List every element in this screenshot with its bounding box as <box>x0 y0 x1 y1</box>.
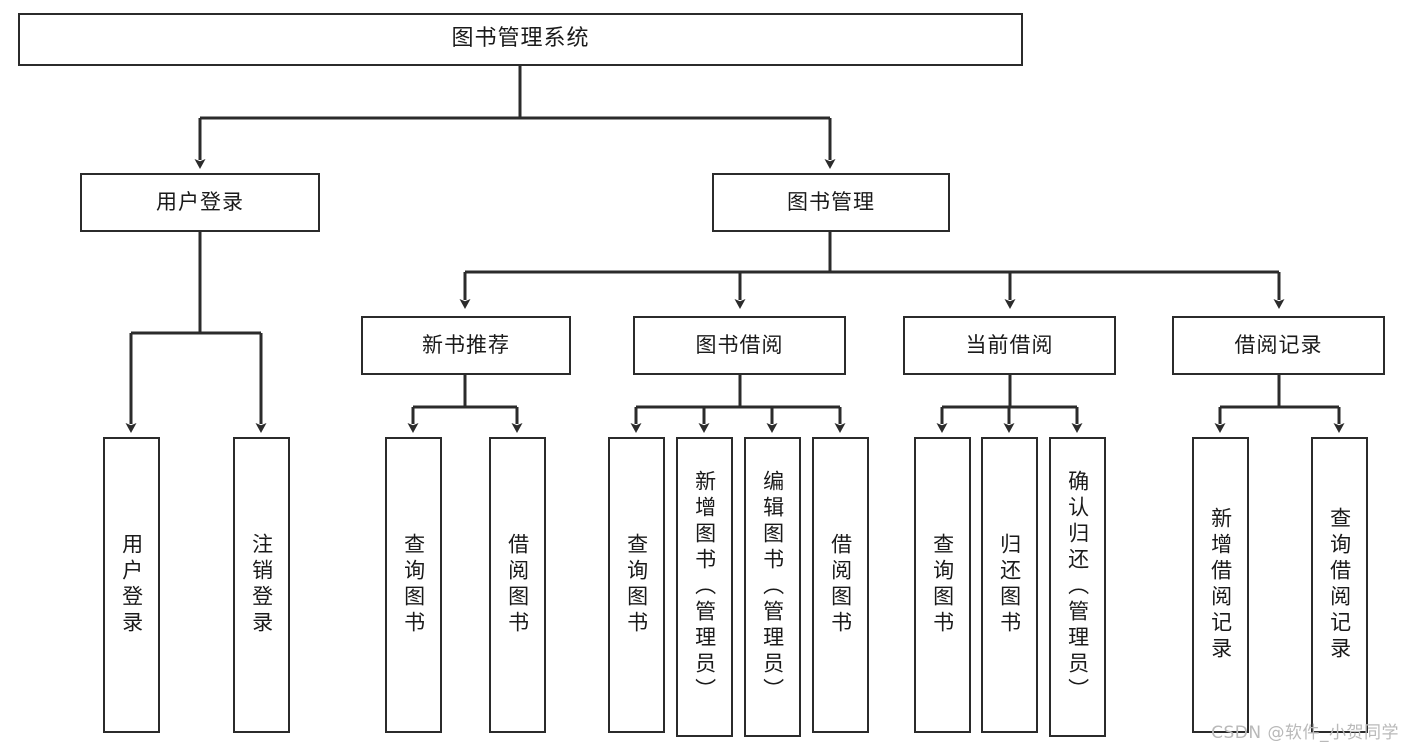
leaf-add-book-admin-label: 新增图书（管理员） <box>692 470 717 704</box>
node-user-login-label: 用户登录 <box>156 189 244 214</box>
leaf-return-book[interactable]: 归还图书 <box>981 437 1038 733</box>
node-book-management[interactable]: 图书管理 <box>712 173 950 232</box>
node-new-book-recommend[interactable]: 新书推荐 <box>361 316 571 375</box>
leaf-edit-book-admin-label: 编辑图书（管理员） <box>760 470 785 704</box>
leaf-query-book-recommend[interactable]: 查询图书 <box>385 437 442 733</box>
node-current-borrow[interactable]: 当前借阅 <box>903 316 1116 375</box>
leaf-logout[interactable]: 注销登录 <box>233 437 290 733</box>
leaf-edit-book-admin[interactable]: 编辑图书（管理员） <box>744 437 801 737</box>
leaf-borrow-book-recommend[interactable]: 借阅图书 <box>489 437 546 733</box>
leaf-add-book-admin[interactable]: 新增图书（管理员） <box>676 437 733 737</box>
leaf-query-borrow-record[interactable]: 查询借阅记录 <box>1311 437 1368 733</box>
node-root-label: 图书管理系统 <box>451 26 590 52</box>
leaf-add-borrow-record[interactable]: 新增借阅记录 <box>1192 437 1249 733</box>
leaf-query-book-borrow[interactable]: 查询图书 <box>608 437 665 733</box>
node-user-login[interactable]: 用户登录 <box>80 173 320 232</box>
leaf-user-login-label: 用户登录 <box>119 533 144 637</box>
leaf-borrow-book-label: 借阅图书 <box>828 533 853 637</box>
leaf-borrow-book-recommend-label: 借阅图书 <box>505 533 530 637</box>
leaf-confirm-return-admin[interactable]: 确认归还（管理员） <box>1049 437 1106 737</box>
leaf-confirm-return-admin-label: 确认归还（管理员） <box>1065 470 1090 704</box>
node-current-borrow-label: 当前借阅 <box>965 332 1054 357</box>
leaf-logout-label: 注销登录 <box>249 533 274 637</box>
leaf-query-borrow-record-label: 查询借阅记录 <box>1327 507 1352 663</box>
node-borrow-record[interactable]: 借阅记录 <box>1172 316 1385 375</box>
leaf-return-book-label: 归还图书 <box>997 533 1022 637</box>
node-root[interactable]: 图书管理系统 <box>18 13 1023 66</box>
leaf-query-book-current[interactable]: 查询图书 <box>914 437 971 733</box>
node-book-borrow-label: 图书借阅 <box>695 332 784 357</box>
node-borrow-record-label: 借阅记录 <box>1234 332 1323 357</box>
node-book-borrow[interactable]: 图书借阅 <box>633 316 846 375</box>
leaf-add-borrow-record-label: 新增借阅记录 <box>1208 507 1233 663</box>
leaf-query-book-recommend-label: 查询图书 <box>401 533 426 637</box>
csdn-watermark: CSDN @软件_小贺同学 <box>1211 723 1399 743</box>
leaf-borrow-book[interactable]: 借阅图书 <box>812 437 869 733</box>
leaf-query-book-current-label: 查询图书 <box>930 533 955 637</box>
node-book-management-label: 图书管理 <box>787 189 875 214</box>
leaf-query-book-borrow-label: 查询图书 <box>624 533 649 637</box>
leaf-user-login[interactable]: 用户登录 <box>103 437 160 733</box>
node-new-book-recommend-label: 新书推荐 <box>422 332 510 357</box>
